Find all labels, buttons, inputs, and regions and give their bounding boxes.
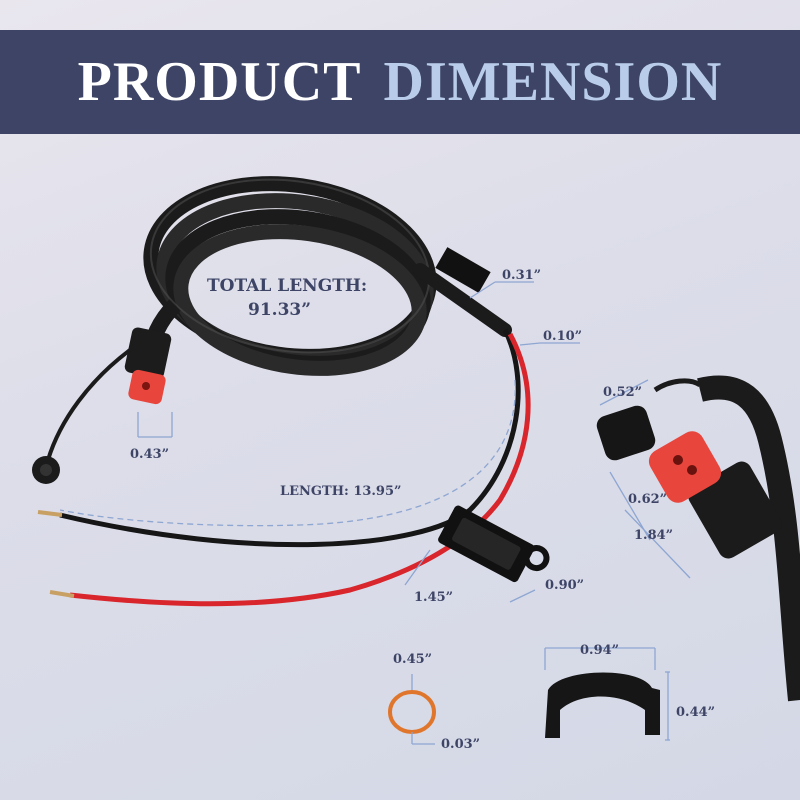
title-banner: PRODUCT DIMENSION (0, 30, 800, 134)
plug-diameter-label: 0.43” (130, 447, 170, 462)
left-plug (32, 299, 181, 484)
total-length-value: 91.33” (248, 300, 312, 320)
clip-height-label: 0.44” (676, 705, 716, 720)
cable-diameter-label: 0.31” (502, 268, 542, 283)
fuse-width-label: 0.90” (545, 578, 585, 593)
cable-tag (435, 247, 491, 293)
oring-outer-label: 0.45” (393, 652, 433, 667)
mounting-clip (545, 672, 660, 738)
fuse-length-label: 1.45” (414, 590, 454, 605)
red-wire (69, 332, 531, 607)
wire-length-label: LENGTH: 13.95” (280, 484, 402, 499)
title-word-product: PRODUCT (77, 51, 362, 113)
wire-diameter-label: 0.10” (543, 329, 583, 344)
total-length-title: TOTAL LENGTH: (207, 276, 368, 296)
oring-thickness-label: 0.03” (441, 737, 481, 752)
clip-width-label: 0.94” (580, 643, 620, 658)
title-word-dimension: DIMENSION (383, 51, 723, 113)
tip-diameter-label: 0.62” (628, 492, 668, 507)
fuse-holder (438, 505, 550, 583)
coiled-cable (143, 176, 437, 376)
right-plug (596, 375, 800, 702)
main-cable-tail (413, 263, 512, 337)
o-ring (388, 690, 436, 734)
plug-length-label: 1.84” (634, 528, 674, 543)
cap-width-label: 0.52” (603, 385, 643, 400)
dimension-lines (59, 281, 691, 745)
